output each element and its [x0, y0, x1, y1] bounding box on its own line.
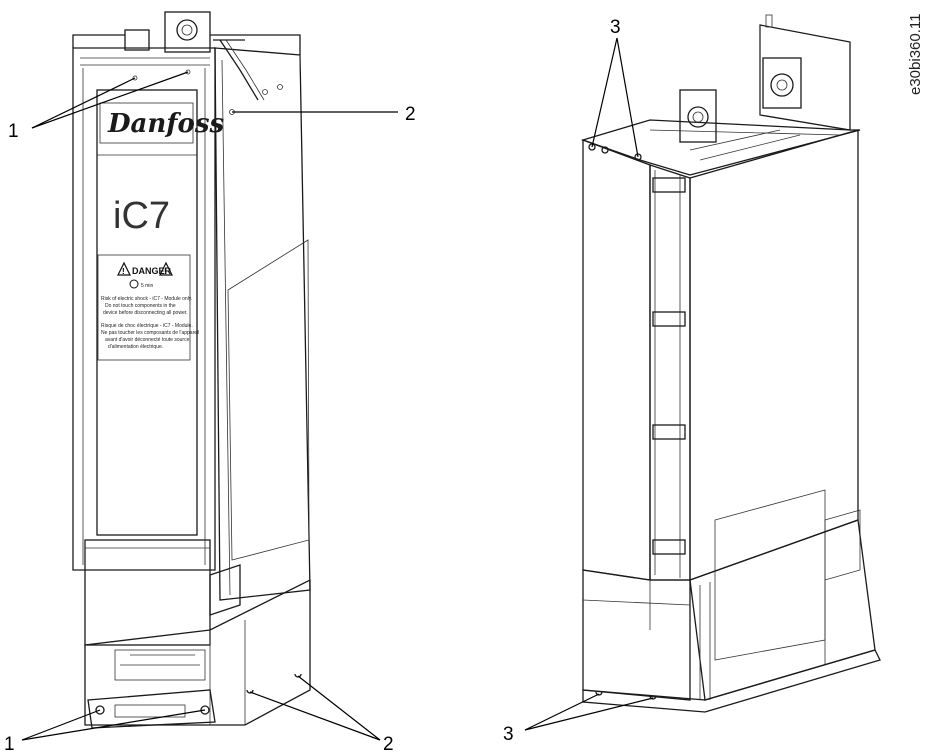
warning-line-5: Ne pas toucher les composants de l'appar… [101, 330, 199, 336]
callout-front-top-right: 2 [405, 104, 416, 125]
callout-rear-top: 3 [610, 17, 621, 38]
callout-front-bottom-right: 2 [383, 734, 394, 754]
warning-line-1: Risk of electric shock - iC7 - Module on… [101, 296, 192, 302]
model-label: iC7 [113, 195, 170, 237]
document-id: e30bi360.11 [907, 14, 924, 95]
warning-line-2: Do not touch components in the [105, 303, 176, 309]
warning-time: 5 min [141, 283, 153, 289]
warning-line-3: device before disconnecting all power. [103, 310, 188, 316]
warning-line-6: avant d'avoir déconnecté toute source [105, 337, 190, 343]
warning-line-7: d'alimentation électrique. [108, 344, 163, 350]
rear-callouts: 3 3 [503, 17, 654, 745]
warning-label: ! ! DANGER 5 min Risk of electric shock … [97, 254, 199, 361]
callout-rear-bottom: 3 [503, 724, 514, 745]
warning-heading: DANGER [132, 266, 172, 276]
svg-text:!: ! [122, 267, 125, 276]
front-top-connector [124, 11, 265, 101]
front-unit: Danfoss iC7 ! ! DANGER 5 min Risk of ele… [72, 11, 311, 729]
rear-unit [580, 14, 881, 713]
callout-front-top-left: 1 [8, 121, 19, 142]
brand-logo: Danfoss [107, 109, 224, 139]
callout-front-bottom-left: 1 [4, 734, 15, 754]
warning-line-4: Risque de choc électrique - iC7 - Module… [101, 323, 193, 329]
front-callouts: 1 2 1 2 [4, 71, 416, 754]
front-cover-panel: Danfoss iC7 ! ! DANGER 5 min Risk of ele… [96, 89, 224, 536]
svg-text:!: ! [164, 267, 167, 276]
